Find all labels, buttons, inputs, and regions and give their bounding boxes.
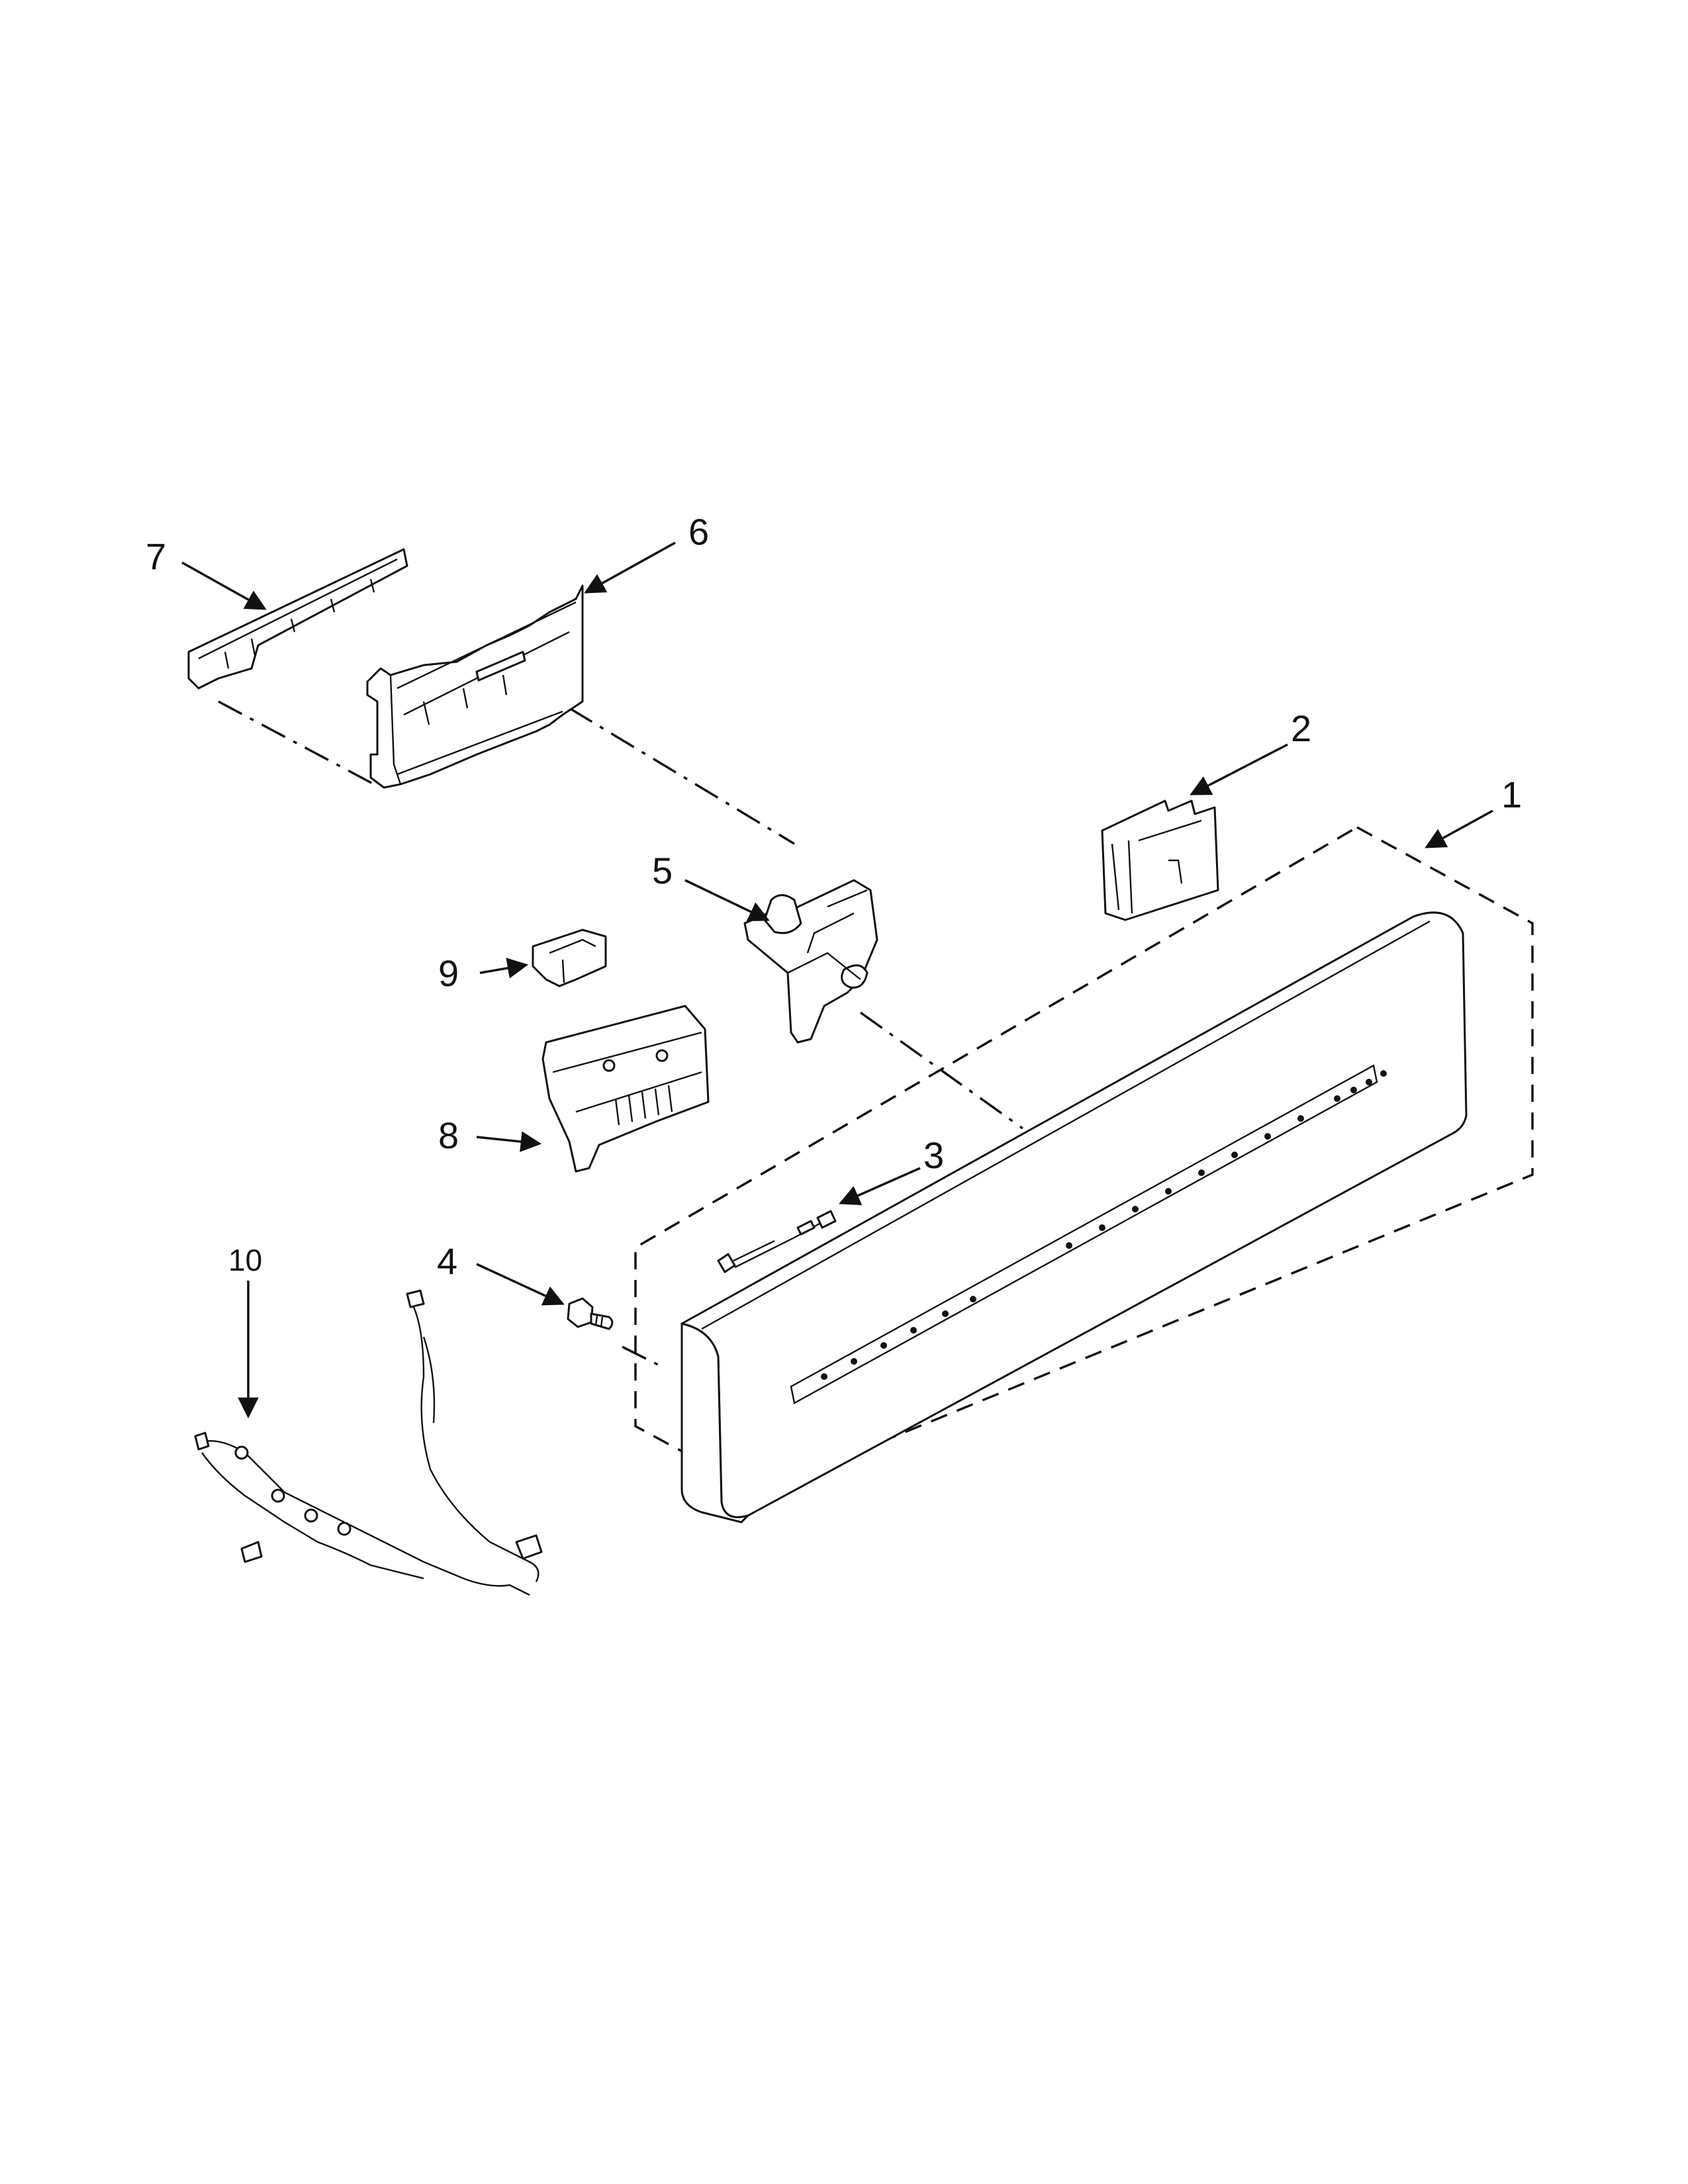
callout-5: 5: [652, 850, 673, 891]
leader-arrow-3: [839, 1167, 921, 1205]
latch-assembly-part[interactable]: [743, 879, 878, 1044]
alignment-line-7-6: [218, 700, 375, 786]
callout-8: 8: [438, 1115, 459, 1156]
alignment-line-6-5: [569, 707, 795, 845]
callout-6: 6: [688, 511, 709, 553]
mounting-rail-part[interactable]: [187, 548, 408, 690]
wire-harness-main-part[interactable]: [194, 1289, 543, 1596]
leader-arrow-2: [1190, 743, 1288, 796]
wire-harness-short-part[interactable]: [717, 1210, 837, 1273]
leader-arrow-8: [476, 1131, 542, 1152]
leader-arrow-6: [584, 541, 676, 594]
leader-arrow-1: [1425, 809, 1493, 848]
leader-arrow-5: [684, 879, 770, 921]
callout-7: 7: [146, 535, 166, 577]
alignment-line-4-1: [622, 1345, 663, 1368]
leader-arrow-4: [476, 1263, 565, 1306]
panel-bracket-part[interactable]: [1101, 799, 1219, 921]
panel-button-dots: [821, 1070, 1387, 1380]
leader-arrow-7: [181, 561, 267, 610]
callout-10: 10: [228, 1243, 262, 1277]
alignment-line-5-1: [859, 1011, 1024, 1130]
callout-2: 2: [1291, 707, 1311, 749]
control-panel-part[interactable]: [680, 911, 1468, 1524]
module-part-8[interactable]: [541, 1005, 710, 1173]
screw-part[interactable]: [567, 1297, 614, 1330]
clip-part-9[interactable]: [532, 929, 607, 987]
callout-3: 3: [923, 1134, 944, 1176]
callout-1: 1: [1501, 774, 1522, 815]
control-housing-part[interactable]: [366, 584, 584, 789]
callout-4: 4: [437, 1240, 457, 1282]
leader-arrow-9: [479, 958, 529, 979]
callout-9: 9: [438, 952, 459, 994]
